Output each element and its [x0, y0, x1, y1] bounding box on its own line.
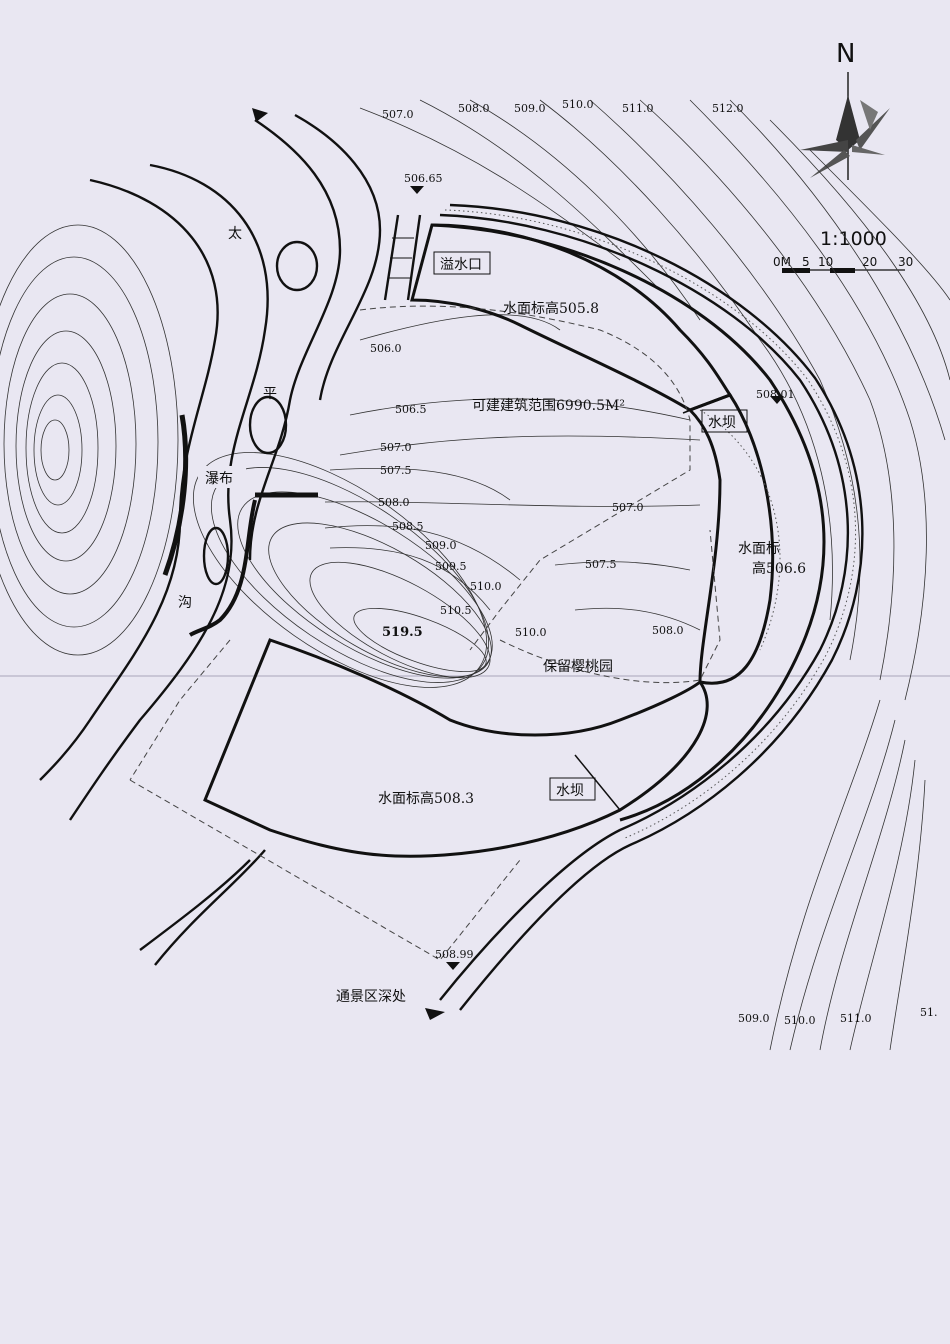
contour-label: 506.5 [395, 403, 427, 416]
contour-label: 507.5 [585, 558, 617, 571]
river-char: 平 [263, 386, 277, 402]
north-label: N [836, 39, 855, 69]
flow-arrow-icon [252, 108, 268, 122]
perimeter-path [439, 203, 864, 1011]
west-boundary [129, 639, 231, 781]
outer-dam-wall [431, 223, 826, 822]
river-channels [39, 113, 382, 966]
dam-south-label-box [549, 777, 596, 801]
contour-hill-peak [192, 452, 493, 688]
buildable-zone-label: 可建建筑范围6990.5M² [472, 397, 625, 414]
contour-label: 506.0 [370, 342, 402, 355]
contour-label: 509.0 [425, 539, 457, 552]
contour-label: 508.5 [392, 520, 424, 533]
spot-elevation-south: 508.99 [435, 948, 474, 961]
contour-label: 508.0 [458, 102, 490, 115]
lower-pond-label: 水面标高508.3 [378, 790, 474, 807]
contour-label: 510.0 [515, 626, 547, 639]
contour-label: 511.0 [622, 102, 654, 115]
contour-label: 509.5 [435, 560, 467, 573]
contour-label: 507.0 [382, 108, 414, 121]
orchard-label: 保留樱桃园 [543, 658, 613, 675]
contour-label: 511.0 [840, 1012, 872, 1025]
right-pond-label-line2: 高506.6 [752, 560, 806, 577]
upper-pond-label: 水面标高505.8 [503, 300, 599, 317]
contour-hill-west [0, 224, 179, 656]
dam-east-label-box [701, 409, 748, 433]
waterfall-edge [162, 414, 189, 576]
river-char: 太 [228, 226, 242, 242]
spot-elevation-north: 506.65 [404, 172, 443, 185]
dam-south-label: 水坝 [556, 783, 584, 799]
spot-marker-icon [770, 396, 784, 404]
contour-label: 509.0 [738, 1012, 770, 1025]
right-pond-label-line1: 水面标 [738, 541, 780, 557]
scale-tick: 30 [898, 255, 913, 269]
waterfall-label: 瀑布 [205, 471, 233, 487]
overflow-gate [383, 214, 422, 301]
lower-boundary [129, 779, 521, 961]
buildable-boundary [359, 305, 691, 651]
north-arrow-icon [800, 72, 890, 180]
dam-line-east [682, 394, 731, 414]
scale-ratio: 1:1000 [820, 228, 887, 250]
pond-right [687, 393, 775, 685]
exit-arrow-icon [425, 1008, 445, 1020]
spot-elevation-east: 508.01 [756, 388, 795, 401]
exit-label: 通景区深处 [336, 989, 406, 1005]
waterfall-label-bg [198, 466, 246, 488]
orchard-boundary [499, 529, 721, 684]
pond-lower [203, 638, 709, 858]
scale-tick: 10 [818, 255, 833, 269]
contour-label: 510.0 [784, 1014, 816, 1027]
contour-label: 51. [920, 1006, 938, 1019]
dam-east-label: 水坝 [708, 415, 736, 431]
scale-bar: 0M 5 10 20 30 [773, 255, 913, 273]
spot-marker-icon [410, 186, 424, 194]
contour-label: 507.5 [380, 464, 412, 477]
contour-label: 507.0 [380, 441, 412, 454]
contour-label: 512.0 [712, 102, 744, 115]
stone-bank [188, 499, 257, 637]
contour-label: 510.5 [440, 604, 472, 617]
dam-line-south [574, 754, 621, 811]
scale-tick: 20 [862, 255, 877, 269]
spot-marker-icon [446, 962, 460, 970]
spot-elevation-peak: 519.5 [382, 625, 423, 640]
contour-label: 508.0 [378, 496, 410, 509]
contour-label: 507.0 [612, 501, 644, 514]
contour-label: 510.0 [470, 580, 502, 593]
overflow-label-box [433, 251, 491, 275]
scale-tick: 0M [773, 255, 791, 269]
river-char: 沟 [178, 595, 192, 611]
contour-label: 508.0 [652, 624, 684, 637]
contour-lines-inner [324, 314, 701, 631]
scale-tick: 5 [802, 255, 810, 269]
contour-label: 510.0 [562, 98, 594, 111]
overflow-label: 溢水口 [440, 257, 482, 273]
contour-label: 509.0 [514, 102, 546, 115]
